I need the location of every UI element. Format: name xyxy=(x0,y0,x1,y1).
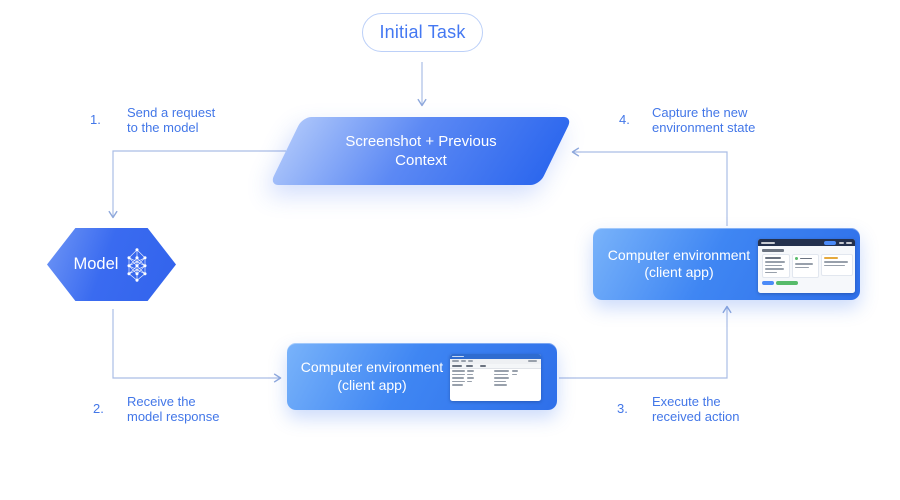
computer-environment-top-label: Computer environment (client app) xyxy=(607,246,751,281)
thumbnail-column-header xyxy=(450,363,541,369)
connector-environment-to-environment xyxy=(559,305,732,379)
neural-network-icon xyxy=(127,247,147,282)
computer-environment-top: Computer environment (client app) xyxy=(593,228,860,300)
thumbnail-header xyxy=(758,239,855,246)
thumbnail-button xyxy=(824,240,836,245)
model-hexagon: Model xyxy=(47,228,176,301)
thumbnail-titlebar xyxy=(450,354,541,359)
progress-bar-green xyxy=(776,281,798,285)
initial-task-label: Initial Task xyxy=(379,22,466,42)
step-4-number: 4. xyxy=(619,112,630,127)
step-3-text: Execute the received action xyxy=(652,394,740,424)
step-4-text: Capture the new environment state xyxy=(652,105,756,135)
step-2-number: 2. xyxy=(93,401,104,416)
thumbnail-menubar xyxy=(450,358,541,364)
step-2-text: Receive the model response xyxy=(127,394,220,424)
thumbnail-card xyxy=(792,254,819,278)
thumbnail-card xyxy=(762,254,790,278)
progress-bar-blue xyxy=(762,281,774,285)
thumbnail-card xyxy=(821,254,853,276)
desktop-app-thumbnail xyxy=(450,354,541,401)
computer-environment-bottom-label: Computer environment (client app) xyxy=(300,359,444,393)
computer-environment-bottom: Computer environment (client app) xyxy=(287,343,557,410)
connector-model-to-environment xyxy=(112,309,282,383)
step-1-number: 1. xyxy=(90,112,101,127)
connector-environment-to-screenshot xyxy=(571,147,728,226)
screenshot-context-label: Screenshot + Previous Context xyxy=(345,133,497,169)
web-app-thumbnail xyxy=(758,239,855,293)
model-label: Model xyxy=(73,255,119,273)
step-3-number: 3. xyxy=(617,401,628,416)
step-1-text: Send a request to the model xyxy=(127,105,216,135)
connector-screenshot-to-model xyxy=(108,150,286,219)
initial-task-pill: Initial Task xyxy=(362,13,483,52)
status-dot-icon xyxy=(795,257,798,260)
